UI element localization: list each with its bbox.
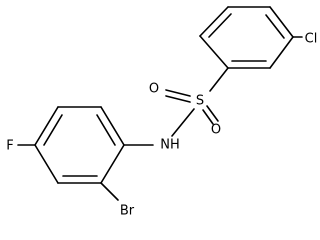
bond	[199, 35, 229, 69]
bond-c-s	[209, 67, 229, 92]
bond-s-o-top	[165, 89, 191, 97]
bond	[34, 106, 59, 146]
sulfur-label: S	[196, 94, 204, 109]
bond-s-o-bottom	[206, 105, 219, 122]
oxygen-bottom-label: O	[211, 123, 221, 138]
bromofluorophenyl-ring	[34, 106, 125, 184]
fluorine-label: F	[6, 139, 13, 154]
bond-s-o-top	[165, 95, 191, 103]
double-bond-inner	[208, 13, 232, 38]
bond-s-n	[171, 108, 195, 137]
bond	[269, 6, 294, 38]
bond	[100, 106, 125, 146]
molecule-diagram: Cl S O O NH F Br	[6, 6, 318, 219]
double-bond-inner	[96, 114, 116, 146]
oxygen-top-label: O	[149, 82, 159, 97]
nh-label: NH	[160, 138, 180, 153]
structure-canvas: Cl S O O NH F Br	[6, 6, 318, 219]
chlorine-label: Cl	[305, 32, 318, 47]
bond	[269, 36, 294, 69]
bond	[100, 144, 125, 184]
chlorophenyl-ring	[199, 6, 294, 69]
bromine-label: Br	[120, 204, 135, 219]
bond-s-o-bottom	[202, 109, 214, 125]
bond-c-br	[100, 182, 119, 201]
double-bond-inner	[265, 14, 285, 39]
double-bond-inner	[43, 114, 63, 146]
bond	[199, 6, 229, 37]
bond	[34, 144, 59, 184]
